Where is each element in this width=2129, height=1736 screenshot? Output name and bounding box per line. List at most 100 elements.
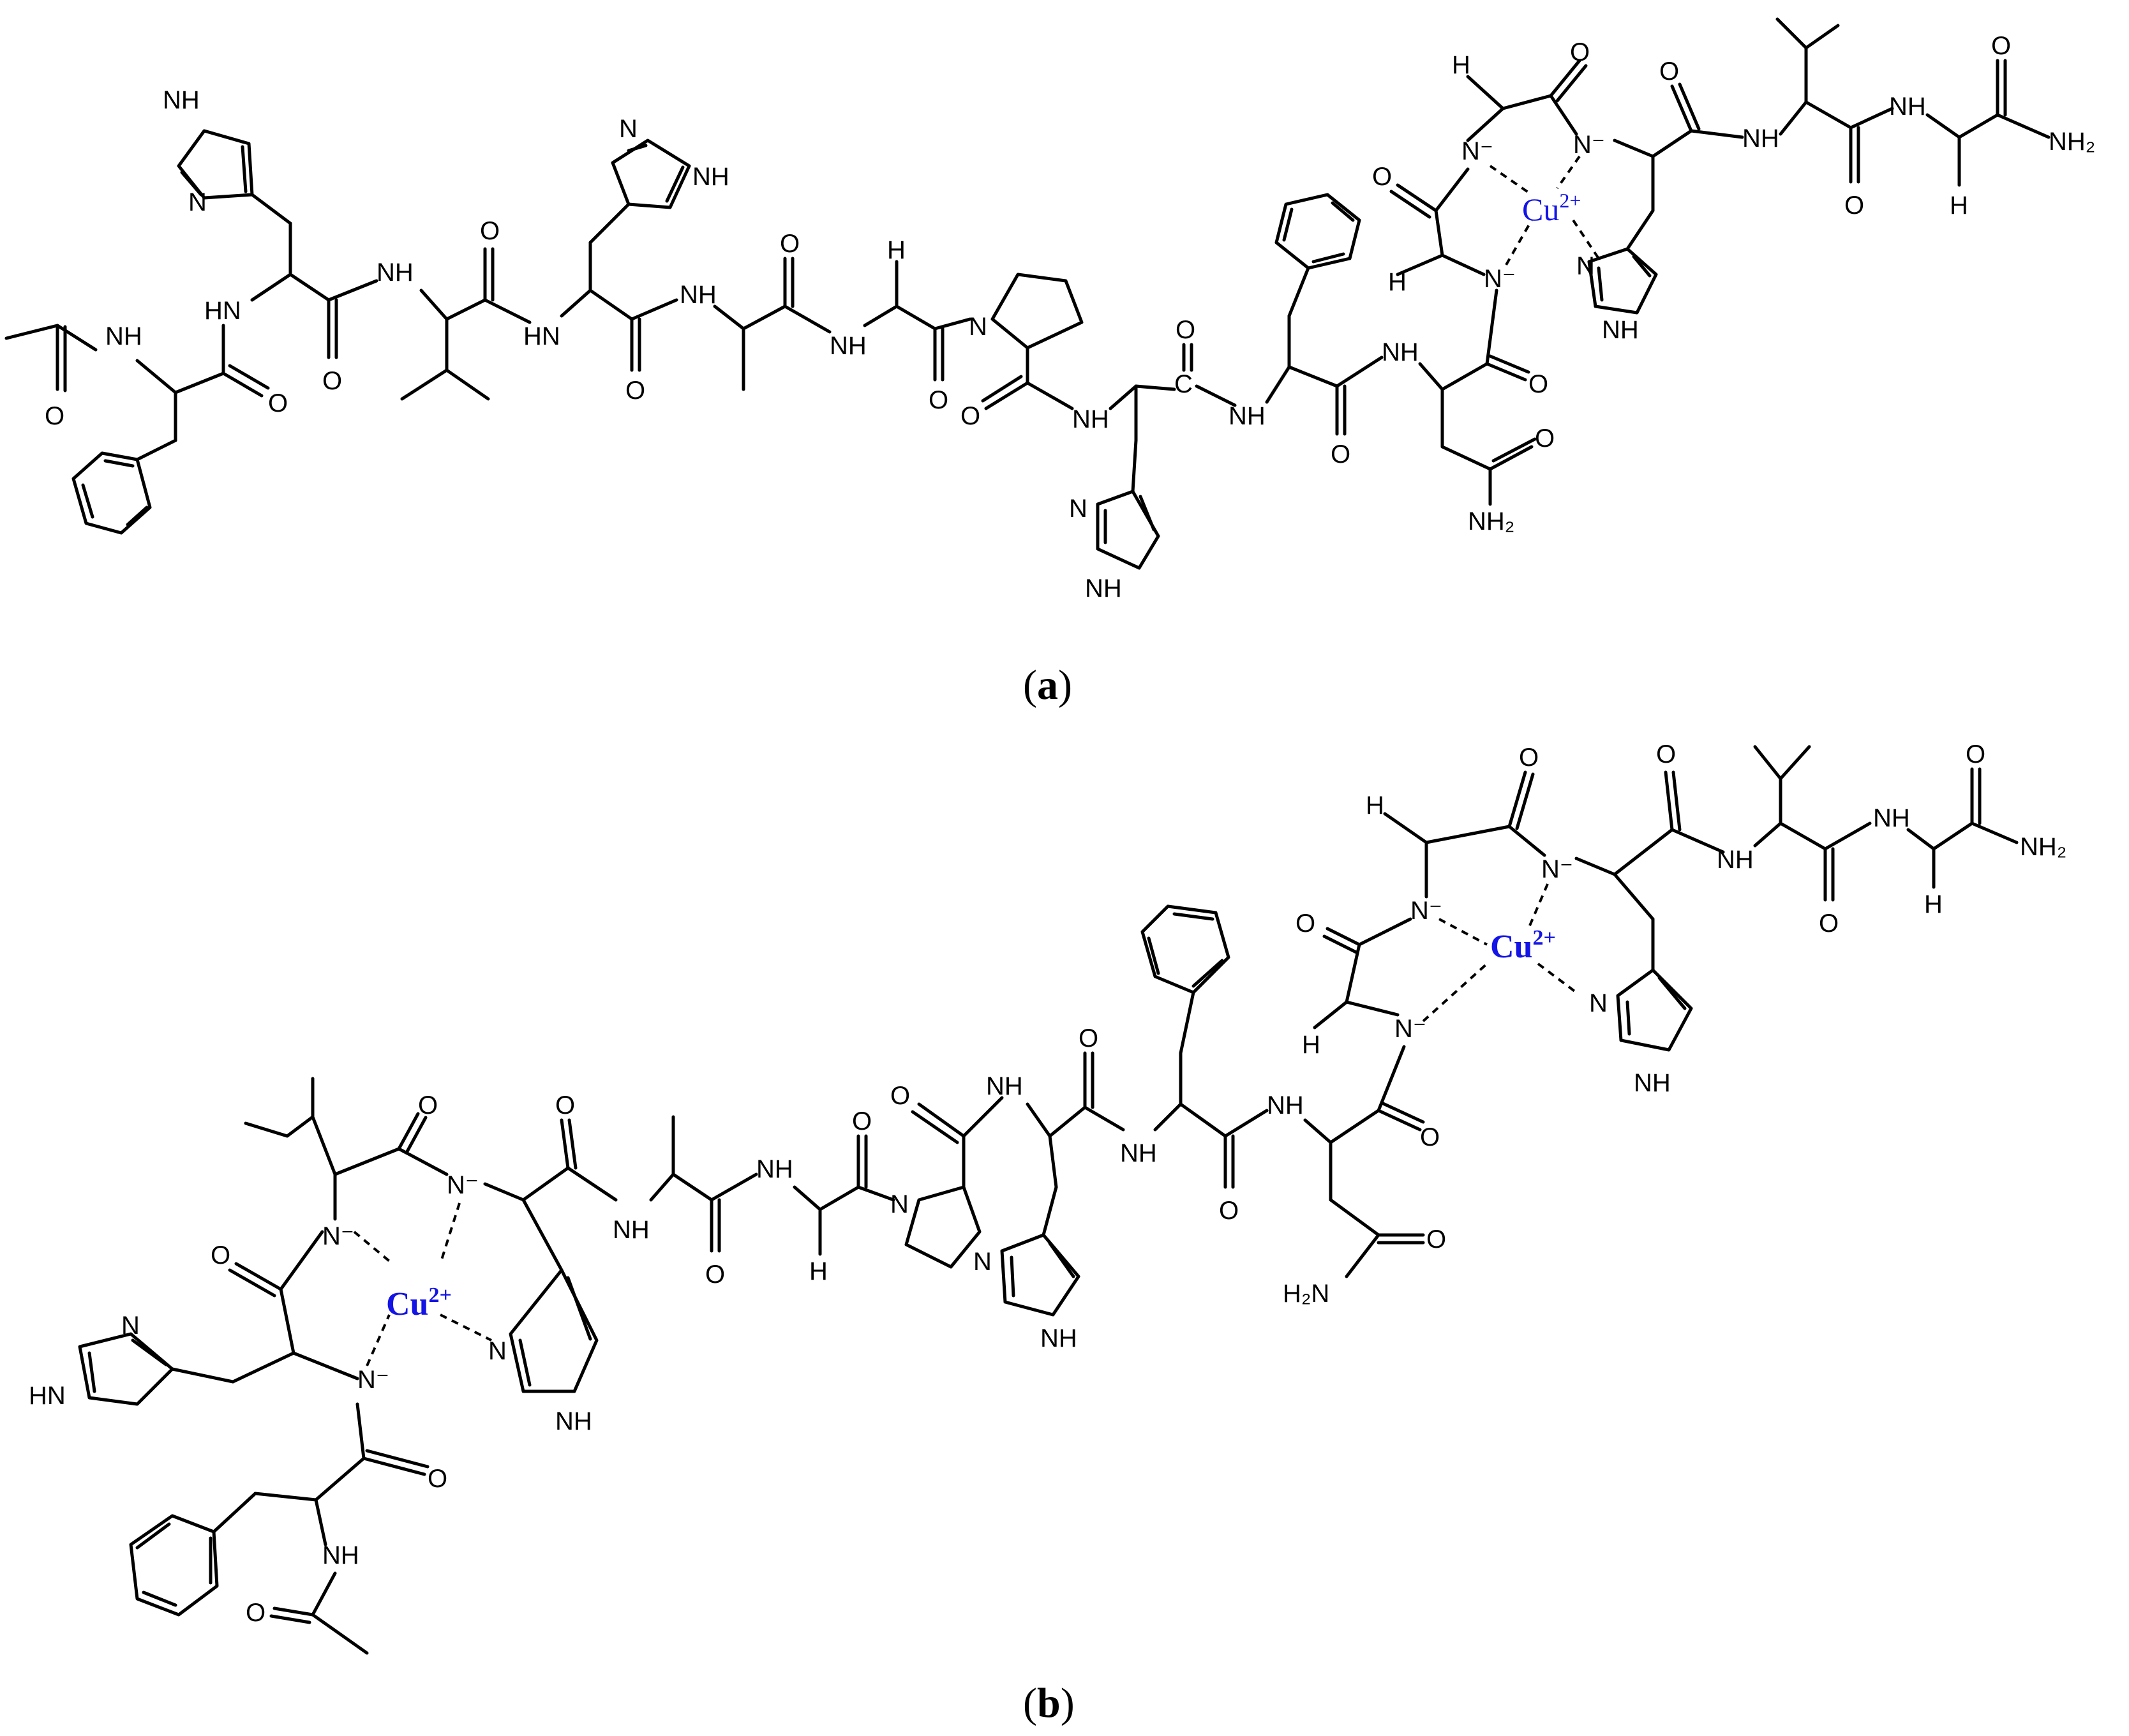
tail-b-hydrogen: H [1924, 890, 1943, 918]
ala-carbonyl-oxygen: O [780, 230, 800, 258]
tail-a-hydrogen: H [1950, 191, 1968, 220]
cu-b2-oxygen-1: O [1296, 909, 1315, 938]
tail-a-amide-nh-1: NH [1742, 124, 1779, 153]
his2-carbonyl-oxygen: O [625, 377, 645, 405]
his1-carbonyl-oxygen: O [322, 367, 342, 395]
his3-amide-nh: NH [1072, 405, 1109, 433]
val1-amide-nh: NH [377, 258, 414, 287]
tail-b-oxygen-3: O [1966, 740, 1985, 768]
phe2-amide-nh: NH [1229, 402, 1266, 430]
val1-carbonyl-oxygen: O [480, 217, 500, 245]
acetyl-b-oxygen: O [246, 1599, 265, 1627]
acetyl-oxygen: O [45, 402, 64, 430]
his4-ring-n: N [1576, 252, 1595, 280]
cu-b2-nitrogen-1: N⁻ [1410, 897, 1442, 925]
his-b3-ring-n: N [973, 1248, 992, 1276]
phe-b-carbonyl-oxygen: O [428, 1465, 447, 1493]
cu-b1-nitrogen-1: N⁻ [322, 1222, 354, 1250]
his3-carbonyl-carbon: C [1174, 370, 1193, 398]
his-b3-carbonyl-oxygen: O [1079, 1024, 1098, 1052]
panel-a-label: (a) [1023, 662, 1072, 708]
his2-ring-n: N [619, 115, 638, 143]
gly-b-carbonyl-oxygen: O [852, 1107, 872, 1135]
cu-ion-b1: Cu2+ [386, 1283, 452, 1322]
his3-carbonyl-oxygen: O [1176, 316, 1195, 344]
his2-ring-nh: NH [692, 163, 729, 191]
his-b4-ring-nh: NH [1634, 1069, 1671, 1097]
gly-b-amide-nh: NH [756, 1155, 793, 1183]
his3-ring-n: N [1069, 495, 1087, 523]
cu-b1-nitrogen-3: N⁻ [357, 1366, 389, 1394]
cu-b2-nitrogen-3: N⁻ [1394, 1015, 1426, 1043]
tail-b-terminal-nh2: NH₂ [2020, 833, 2066, 861]
tail-a-oxygen-1: O [1659, 57, 1679, 86]
phe-carbonyl-oxygen: O [268, 389, 288, 417]
cu-b1-oxygen-1: O [418, 1091, 438, 1119]
ala-b-amide-nh: NH [613, 1216, 650, 1244]
cu-a-nitrogen-1: N⁻ [1461, 137, 1493, 165]
panel-b-label: (b) [1023, 1680, 1075, 1726]
pro-carbonyl-oxygen: O [960, 402, 980, 430]
cu-a-nitrogen-2: N⁻ [1573, 131, 1605, 159]
cu-a-oxygen-2: O [1570, 38, 1590, 66]
gly1-carbonyl-oxygen: O [929, 386, 948, 414]
asn-carbonyl-oxygen: O [1528, 370, 1548, 398]
panel-b-structure: O N⁻ N⁻ O N HN N⁻ Cu2+ N NH [29, 740, 2066, 1655]
asn-b-carbonyl-oxygen: O [1420, 1123, 1440, 1151]
cu-a-oxygen-1: O [1372, 163, 1392, 191]
tail-b-oxygen-1: O [1656, 740, 1676, 768]
phe-b2-amide-nh: NH [1120, 1139, 1157, 1167]
tail-b-amide-nh-2: NH [1873, 804, 1910, 832]
cu-a-nitrogen-3: N⁻ [1484, 265, 1516, 293]
pro-b-carbonyl-oxygen: O [890, 1082, 910, 1110]
cu-b2-nitrogen-2: N⁻ [1541, 855, 1573, 883]
his-b3-amide-nh: NH [986, 1072, 1023, 1100]
tail-a-oxygen-3: O [1991, 32, 2011, 60]
his3-ring-nh: NH [1085, 574, 1122, 602]
gly1-hydrogen: H [887, 236, 906, 264]
his-b2-ring-nh: NH [555, 1407, 592, 1435]
his-b2-ring-n: N [488, 1337, 507, 1365]
asn-b-side-h2n: H₂N [1283, 1280, 1329, 1308]
cu-ion-b2: Cu2+ [1490, 926, 1556, 965]
cu-b1-oxygen-2: O [211, 1241, 230, 1269]
his1-ring-nh: NH [163, 86, 200, 114]
pro-ring-n: N [969, 313, 987, 341]
phe-amide-nh: NH [105, 322, 142, 350]
asn-amide-nh: NH [1382, 338, 1419, 366]
tail-a-oxygen-2: O [1844, 191, 1864, 220]
phe-b-amide-nh: NH [322, 1541, 359, 1569]
gly1-amide-nh: NH [830, 332, 867, 360]
tail-a-amide-nh-2: NH [1889, 93, 1926, 121]
ala-b-carbonyl-oxygen-a: O [555, 1091, 575, 1119]
cu-a-hydrogen-1: H [1452, 51, 1470, 79]
asn-b-amide-nh: NH [1267, 1091, 1304, 1119]
cu-a-hydrogen-2: H [1388, 268, 1407, 296]
his-b1-ring-hn: HN [29, 1382, 66, 1410]
tail-b-oxygen-2: O [1819, 909, 1839, 938]
cu-b2-hydrogen-2: H [1302, 1031, 1320, 1059]
his1-ring-n: N [188, 188, 207, 216]
his-b3-ring-nh: NH [1040, 1324, 1077, 1352]
tail-a-terminal-nh2: NH₂ [2049, 128, 2095, 156]
asn-side-nh2: NH₂ [1468, 507, 1514, 535]
his-b4-ring-n: N [1589, 989, 1608, 1017]
panel-a-structure: O NH O HN NH N O NH [4, 17, 2095, 602]
asn-b-side-oxygen: O [1426, 1225, 1446, 1253]
his4-ring-nh: NH [1602, 316, 1639, 344]
pro-b-ring-n: N [890, 1190, 909, 1218]
cu-b1-nitrogen-2: N⁻ [447, 1171, 479, 1199]
cu-b2-oxygen-2: O [1519, 744, 1539, 772]
tail-b-amide-nh-1: NH [1717, 846, 1754, 874]
ala-b-carbonyl-oxygen: O [705, 1261, 725, 1289]
asn-side-oxygen: O [1535, 424, 1555, 453]
phe2-carbonyl-oxygen: O [1331, 440, 1350, 468]
cu-ion-a: Cu2+ [1522, 189, 1581, 227]
his-b1-ring-n: N [121, 1312, 140, 1340]
ala-amide-nh: NH [680, 281, 717, 309]
phe-b2-carbonyl-oxygen: O [1219, 1197, 1239, 1225]
his2-amide-nh: HN [523, 322, 560, 350]
gly-b-hydrogen: H [809, 1257, 828, 1285]
his1-amide-nh: HN [204, 297, 241, 325]
